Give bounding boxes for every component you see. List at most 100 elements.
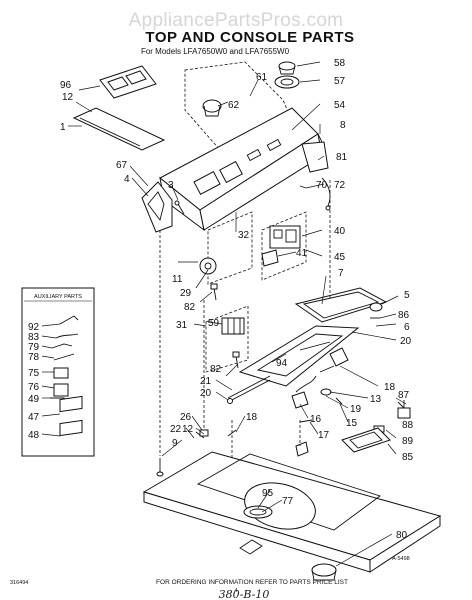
callout-15: 15 <box>346 418 358 429</box>
callout-32: 32 <box>238 230 250 241</box>
callout-85: 85 <box>402 452 414 463</box>
callout-89: 89 <box>402 436 414 447</box>
callout-21: 21 <box>200 376 212 387</box>
diagram-title: TOP AND CONSOLE PARTS <box>145 29 354 46</box>
part-16-bracket <box>291 375 317 409</box>
callout-70: 70 <box>316 180 328 191</box>
callout-41: 41 <box>296 248 308 259</box>
callout-29: 29 <box>180 288 192 299</box>
part-15-screw <box>335 397 343 405</box>
callout-8: 8 <box>340 120 346 131</box>
callout-17: 17 <box>318 430 330 441</box>
part-29-rotary <box>199 257 217 275</box>
part-81-end-cap <box>301 141 329 173</box>
callout-75: 75 <box>28 368 40 379</box>
callout-81: 81 <box>336 152 348 163</box>
callout-45: 45 <box>334 252 346 263</box>
part-main-top <box>142 451 442 573</box>
callout-92: 92 <box>28 322 40 333</box>
callout-5: 5 <box>404 290 410 301</box>
callout-72: 72 <box>334 180 346 191</box>
auxiliary-title: AUXILIARY PARTS <box>34 294 82 300</box>
callout-78: 78 <box>28 352 40 363</box>
callout-16: 16 <box>310 414 322 425</box>
leader-lines <box>41 61 407 567</box>
callout-12: 12 <box>62 92 74 103</box>
callout-87: 87 <box>398 390 410 401</box>
guide-lines <box>159 180 331 460</box>
part-20-screw <box>227 398 233 404</box>
part-40-timer <box>269 225 301 249</box>
part-82-screw-lower <box>232 351 240 369</box>
outline-32 <box>207 211 253 285</box>
diagram-subtitle: For Models LFA7650W0 and LFA7655W0 <box>141 47 290 56</box>
callout-49: 49 <box>28 394 40 405</box>
part-41-switch <box>261 249 279 267</box>
part-5-clip <box>369 302 383 312</box>
callout-54: 54 <box>334 100 346 111</box>
part-21-hinge <box>227 375 271 403</box>
page-number: 4 <box>234 588 237 594</box>
callout-9: 9 <box>172 438 178 449</box>
part-3-screw <box>174 200 185 215</box>
callout-76: 76 <box>28 382 40 393</box>
callout-12b: 12 <box>182 424 194 435</box>
callout-48: 48 <box>28 430 40 441</box>
callout-19: 19 <box>350 404 362 415</box>
callout-11: 11 <box>172 274 183 285</box>
part-17-clip <box>299 419 313 423</box>
callout-47: 47 <box>28 412 40 423</box>
callout-13: 13 <box>370 394 382 405</box>
callout-3: 3 <box>168 180 174 191</box>
watermark: AppliancePartsPros.com <box>129 10 344 31</box>
callout-80: 80 <box>396 530 408 541</box>
callout-4: 4 <box>124 174 130 185</box>
part-13-lid-switch <box>319 347 349 373</box>
callout-95: 95 <box>262 488 274 499</box>
callout-96: 96 <box>60 80 72 91</box>
callout-6: 6 <box>404 322 410 333</box>
part-82-screw <box>210 283 218 301</box>
callout-22: 22 <box>170 424 182 435</box>
callout-94: 94 <box>276 358 288 369</box>
callout-20a: 20 <box>400 336 412 347</box>
part-67-end-cap <box>141 181 173 233</box>
callout-79: 79 <box>28 342 40 353</box>
part-57-knob-skirt <box>274 75 300 89</box>
part-59-terminal-block <box>221 317 245 335</box>
callout-83: 83 <box>28 332 40 343</box>
part-17-clip-2 <box>295 441 309 457</box>
callout-58: 58 <box>334 58 346 69</box>
callout-1: 1 <box>60 122 66 133</box>
part-96-badge-plate <box>99 65 157 99</box>
callout-20b: 20 <box>200 388 212 399</box>
callout-62: 62 <box>228 100 240 111</box>
callout-18b: 18 <box>246 412 258 423</box>
callout-61: 61 <box>256 72 268 83</box>
callout-57: 57 <box>334 76 346 87</box>
part-62-knob-housing <box>202 99 222 117</box>
callout-86: 86 <box>398 310 410 321</box>
part-80-foot <box>311 563 337 581</box>
callout-7: 7 <box>338 268 344 279</box>
part-console-body <box>159 107 323 232</box>
outline-40 <box>261 211 307 281</box>
part-1-rear-panel <box>72 107 166 151</box>
auxiliary-parts-box: AUXILIARY PARTS <box>21 287 95 457</box>
part-19-actuator <box>320 388 332 396</box>
part-70-screw <box>299 185 307 189</box>
part-88-switch <box>397 400 411 419</box>
callout-26: 26 <box>180 412 192 423</box>
callout-67: 67 <box>116 160 128 171</box>
callout-18a: 18 <box>384 382 396 393</box>
callout-77: 77 <box>282 496 294 507</box>
callout-59: 59 <box>208 318 220 329</box>
part-94-lid <box>238 325 360 387</box>
part-26-screw <box>195 429 209 439</box>
part-85-bracket <box>341 427 391 453</box>
callout-labels: 96 12 1 61 62 58 57 54 8 67 4 3 81 70 72… <box>28 58 414 541</box>
part-58-knob <box>278 61 296 75</box>
callout-82b: 82 <box>210 364 222 375</box>
callout-88: 88 <box>402 420 414 431</box>
